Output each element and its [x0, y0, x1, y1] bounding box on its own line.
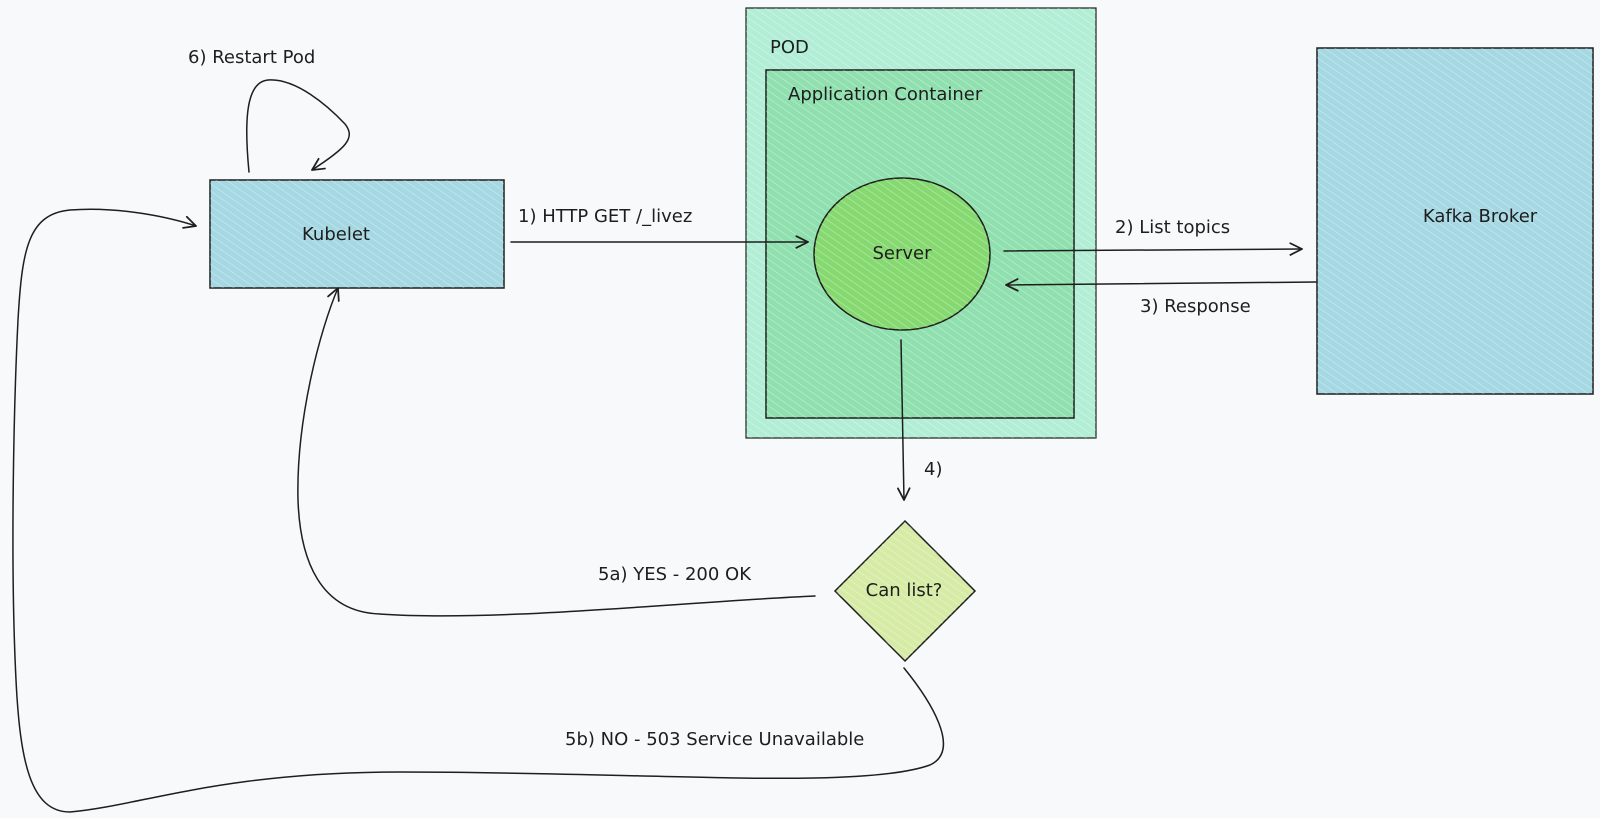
edge-http-get: 1) HTTP GET /_livez	[510, 206, 809, 249]
kafka-broker-node: Kafka Broker	[1316, 47, 1594, 395]
step4-arrow	[897, 339, 911, 501]
http-get-label: 1) HTTP GET /_livez	[518, 206, 692, 227]
no-label: 5b) NO - 503 Service Unavailable	[565, 729, 864, 750]
kubelet-label: Kubelet	[302, 224, 370, 245]
edge-list-topics: 2) List topics	[1003, 217, 1303, 256]
kafka-broker-label: Kafka Broker	[1423, 206, 1538, 227]
decision-node: Can list?	[833, 519, 977, 663]
decision-label: Can list?	[866, 580, 943, 601]
yes-label: 5a) YES - 200 OK	[598, 564, 752, 585]
edge-no: 5b) NO - 503 Service Unavailable	[12, 208, 945, 813]
restart-label: 6) Restart Pod	[188, 47, 315, 68]
response-label: 3) Response	[1140, 296, 1251, 317]
restart-arrow	[245, 79, 350, 173]
server-node: Server	[813, 177, 991, 331]
pod-label: POD	[770, 37, 809, 58]
list-topics-arrow	[1003, 242, 1303, 256]
step4-label: 4)	[924, 459, 942, 480]
edge-yes: 5a) YES - 200 OK	[297, 287, 816, 617]
response-arrow	[1005, 278, 1317, 292]
kubelet-node: Kubelet	[209, 179, 505, 289]
app-container-label: Application Container	[788, 84, 983, 105]
server-label: Server	[872, 243, 932, 264]
edge-step4: 4)	[897, 339, 942, 501]
no-arrow	[12, 208, 945, 813]
list-topics-label: 2) List topics	[1115, 217, 1230, 238]
yes-arrow	[297, 287, 816, 617]
edge-response: 3) Response	[1005, 278, 1317, 317]
edge-restart: 6) Restart Pod	[188, 47, 350, 173]
